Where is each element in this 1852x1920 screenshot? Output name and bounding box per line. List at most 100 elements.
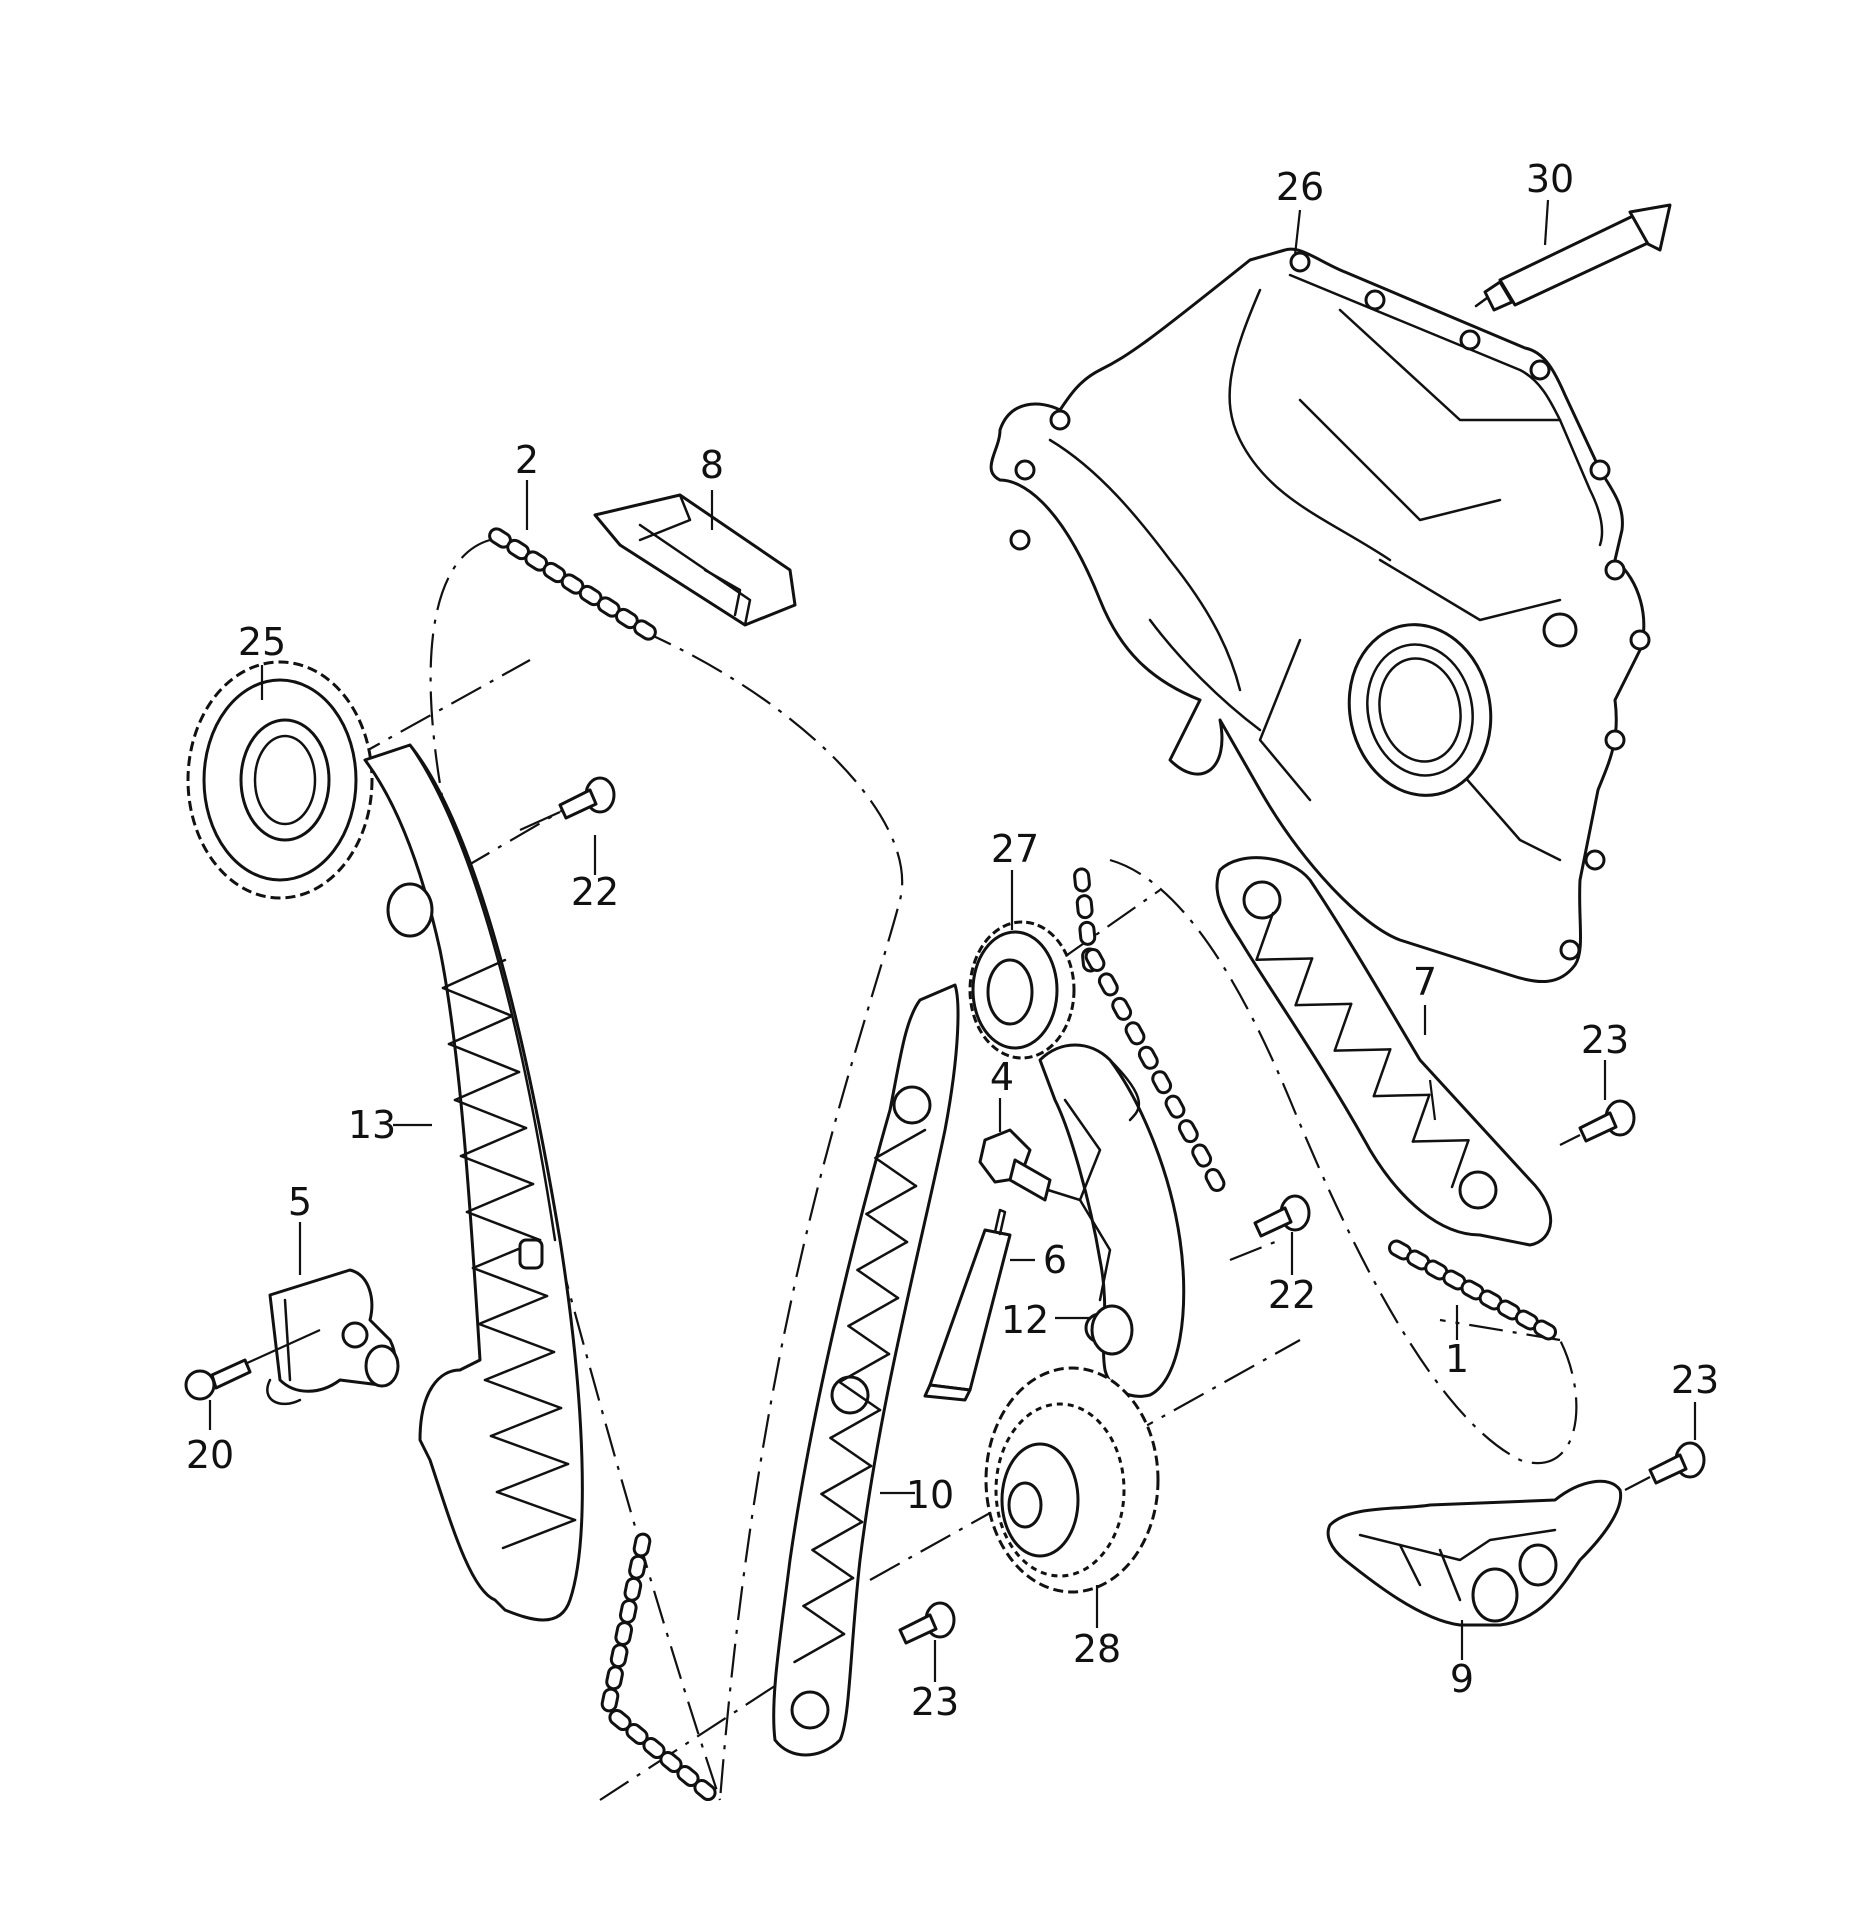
callout-25: 25 xyxy=(238,620,286,664)
rib-line xyxy=(1255,911,1275,961)
callout-1: 1 xyxy=(1445,1337,1469,1381)
chain-link xyxy=(633,619,657,641)
guide-rail-center xyxy=(772,983,960,1757)
rib-line xyxy=(820,1464,873,1496)
rib-line xyxy=(1333,1048,1392,1052)
chain-link xyxy=(1073,867,1091,893)
bolt-23-right-upper xyxy=(1559,1099,1636,1146)
rib-line xyxy=(802,1576,855,1608)
bolt-22-lower xyxy=(1253,1194,1311,1238)
chain-link xyxy=(1097,972,1119,997)
rib-line xyxy=(453,1098,528,1130)
chain-link xyxy=(1111,996,1133,1021)
chain-segment-1 xyxy=(1387,1239,1558,1341)
timing-cover xyxy=(989,247,1651,984)
rib-line xyxy=(1450,1139,1470,1189)
callout-8: 8 xyxy=(700,443,724,487)
rib-line xyxy=(838,1380,882,1412)
guide-rail-ribs xyxy=(793,1128,927,1664)
rib-line xyxy=(811,1520,864,1552)
callout-30: 30 xyxy=(1526,157,1574,201)
callout-22-lower: 22 xyxy=(1268,1273,1316,1317)
rib-line xyxy=(489,1406,563,1438)
leader-lines xyxy=(208,199,1697,1682)
chain-link xyxy=(605,1665,624,1691)
rib-line xyxy=(459,1126,528,1158)
rib-line xyxy=(802,1604,846,1636)
chain-link xyxy=(1084,947,1106,973)
rib-line xyxy=(865,1212,909,1244)
chain-link xyxy=(623,1576,643,1602)
rib-line xyxy=(829,1408,882,1440)
chain-link xyxy=(1137,1045,1159,1070)
pivot-bolt xyxy=(978,1128,1082,1202)
chain-link xyxy=(1124,1021,1146,1046)
bolt-23-right-lower xyxy=(1624,1441,1706,1491)
rib-line xyxy=(874,1156,918,1188)
guide-rail-right xyxy=(1215,856,1553,1247)
rib-line xyxy=(856,1240,909,1272)
rib-line xyxy=(1411,1093,1431,1143)
rib-line xyxy=(1372,1093,1431,1098)
rib-line xyxy=(501,1518,577,1550)
chain-link xyxy=(600,1687,620,1713)
crankshaft-sprocket xyxy=(984,1366,1160,1594)
rib-line xyxy=(441,986,514,1018)
rib-line xyxy=(874,1128,927,1160)
chain-segment-left-bottom xyxy=(600,1532,717,1802)
rib-line xyxy=(1411,1139,1470,1143)
rib-line xyxy=(865,1184,918,1216)
chain-link xyxy=(614,1621,634,1646)
rib-line xyxy=(483,1350,556,1382)
callout-2: 2 xyxy=(515,438,539,482)
rib-line xyxy=(477,1294,549,1326)
camshaft-sprocket xyxy=(186,660,374,900)
rib-line xyxy=(471,1266,549,1298)
guide-rail-right-ribs xyxy=(1255,911,1470,1189)
callout-10: 10 xyxy=(906,1473,954,1517)
chain-link xyxy=(1204,1167,1226,1193)
chain-segment-top xyxy=(488,527,657,641)
chain-link xyxy=(693,1778,717,1802)
rib-line xyxy=(820,1492,864,1524)
sealant-tube-small xyxy=(923,1208,1012,1402)
rib-line xyxy=(829,1436,873,1468)
rib-line xyxy=(1255,957,1314,961)
tensioning-rail-ribs xyxy=(441,958,577,1550)
chain-link xyxy=(1532,1319,1558,1341)
callout-6: 6 xyxy=(1043,1238,1067,1282)
callout-23-bottom: 23 xyxy=(911,1680,959,1724)
rib-line xyxy=(847,1324,891,1356)
callouts: 2 8 25 22 26 30 27 13 5 4 6 12 10 7 23 2… xyxy=(186,157,1719,1724)
washer xyxy=(1090,1304,1134,1356)
rib-line xyxy=(838,1352,891,1384)
tensioner-bolt xyxy=(184,1328,321,1401)
rib-line xyxy=(495,1462,570,1494)
callout-23-right-lower: 23 xyxy=(1671,1358,1719,1402)
tensioning-rail-left xyxy=(363,743,584,1622)
callout-4: 4 xyxy=(990,1055,1014,1099)
rib-line xyxy=(495,1490,577,1522)
chain-link xyxy=(628,1554,647,1580)
rib-line xyxy=(1294,957,1314,1007)
callout-7: 7 xyxy=(1413,960,1437,1004)
bolt-22-upper xyxy=(519,776,616,832)
chain-link xyxy=(618,1599,638,1624)
chain-link xyxy=(609,1643,629,1669)
chain-link xyxy=(1191,1143,1213,1168)
rib-line xyxy=(1333,1002,1353,1052)
rib-line xyxy=(483,1378,563,1410)
rib-line xyxy=(441,958,507,990)
rib-line xyxy=(447,1014,514,1046)
callout-22-upper: 22 xyxy=(571,870,619,914)
chain-link xyxy=(1078,920,1097,946)
rib-line xyxy=(465,1210,542,1242)
rib-line xyxy=(811,1548,855,1580)
sealant-tube xyxy=(1474,203,1672,312)
chain-link xyxy=(632,1532,652,1558)
rib-line xyxy=(453,1070,521,1102)
rib-line xyxy=(459,1154,535,1186)
chain-link xyxy=(1151,1070,1173,1095)
callout-26: 26 xyxy=(1276,165,1324,209)
